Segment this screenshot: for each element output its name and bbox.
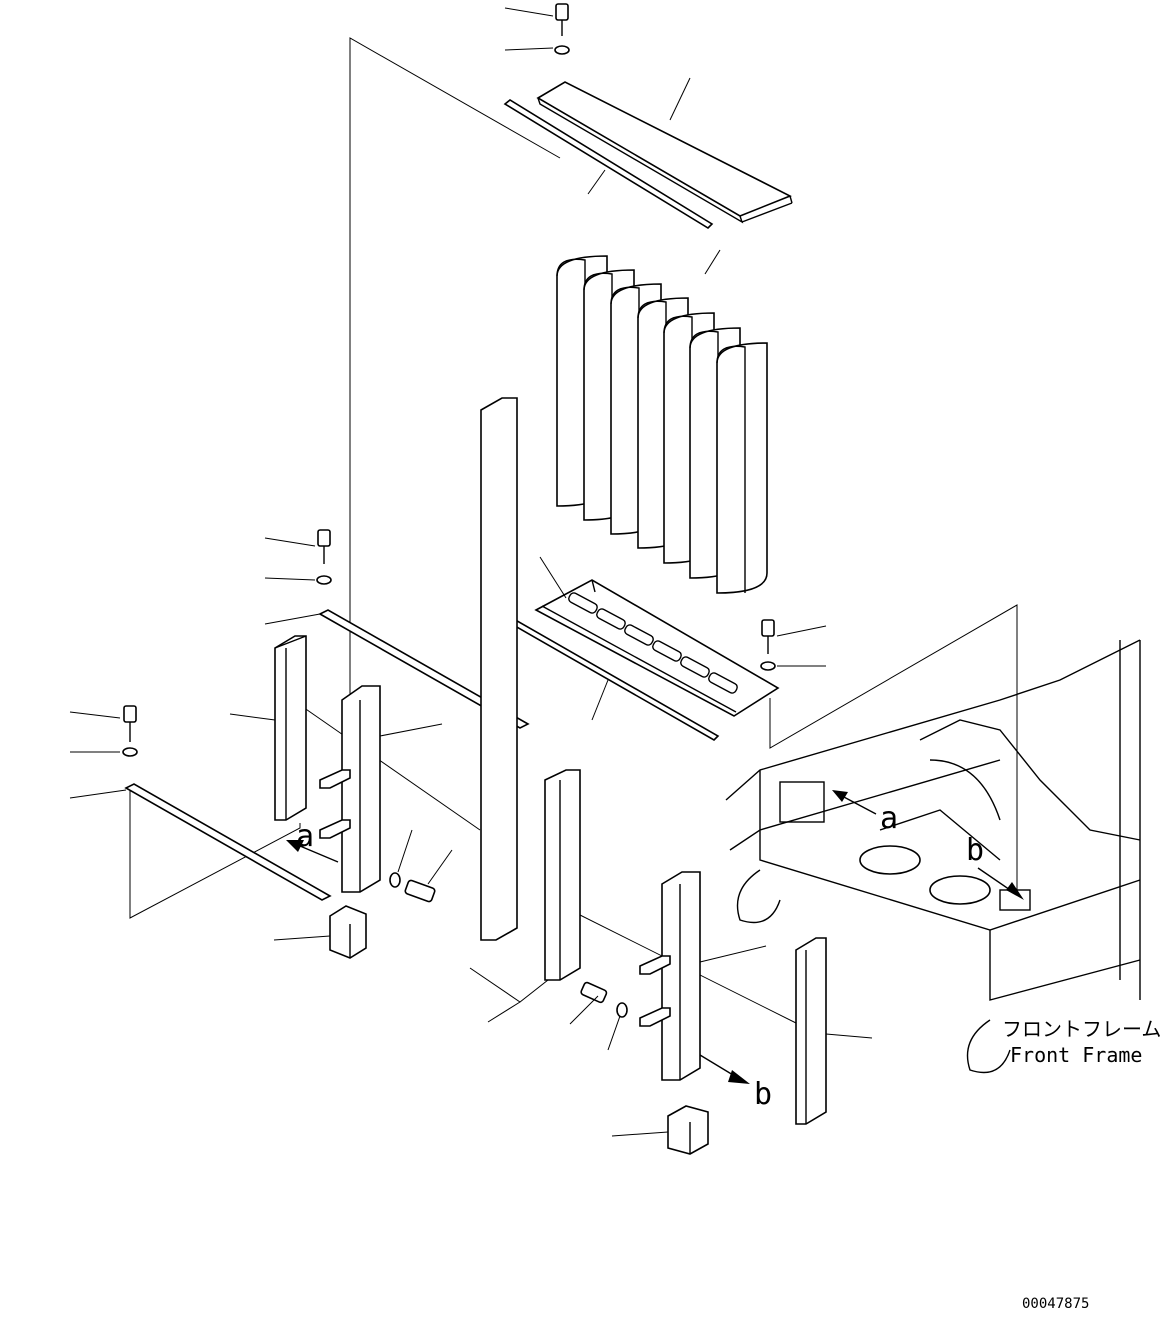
top-cover-assembly: [503, 3, 793, 230]
right-rubber-pad: [667, 1105, 709, 1155]
right-mount-bracket: [661, 871, 701, 1081]
front-frame-drawing: [725, 639, 1141, 1074]
left-side-bolt: [404, 879, 436, 903]
left-sponge-block: [274, 635, 307, 821]
callout-letter-b-frame: b: [966, 833, 984, 868]
callout-letter-a-right: a: [880, 801, 898, 836]
leader-lines: [69, 7, 873, 1137]
left-rubber-pad: [329, 905, 367, 959]
right-sponge-block: [795, 937, 827, 1125]
top-seal-strip: [503, 99, 714, 230]
upper-left-seal-strip: [318, 609, 530, 729]
right-nut: [616, 1002, 628, 1018]
louver-fin: [716, 342, 768, 594]
top-washer: [554, 45, 570, 55]
callout-letter-b-bracket: b: [754, 1077, 772, 1112]
holder-washer: [760, 661, 776, 671]
lower-left-seal-strip: [124, 783, 332, 901]
front-frame-label-jp: フロントフレーム: [1002, 1017, 1161, 1041]
left-mount-bracket: [341, 685, 381, 893]
drawing-number: 00047875: [1022, 1296, 1089, 1312]
bottom-fin-holder: [506, 579, 780, 741]
center-sponge-blocks: [480, 397, 581, 981]
holder-slots: [568, 592, 738, 694]
left-side-assembly: [274, 635, 436, 959]
right-side-bolt: [580, 981, 608, 1004]
louver-fins: [556, 255, 768, 594]
left-nut: [389, 872, 401, 888]
front-frame-label-en: Front Frame: [1010, 1043, 1142, 1067]
callout-letter-a-left: a: [296, 819, 314, 854]
center-sponge-block: [480, 397, 518, 941]
top-bolt-head: [555, 3, 569, 21]
left-fastener-group: [122, 529, 530, 901]
callout-arrows: [286, 790, 1024, 1084]
assembly-guide-lines: [129, 37, 1018, 1026]
right-side-assembly: [580, 871, 827, 1155]
center-sponge-block: [544, 769, 581, 981]
holder-bolt-head: [761, 619, 775, 637]
bottom-holder-plate: [534, 579, 780, 717]
